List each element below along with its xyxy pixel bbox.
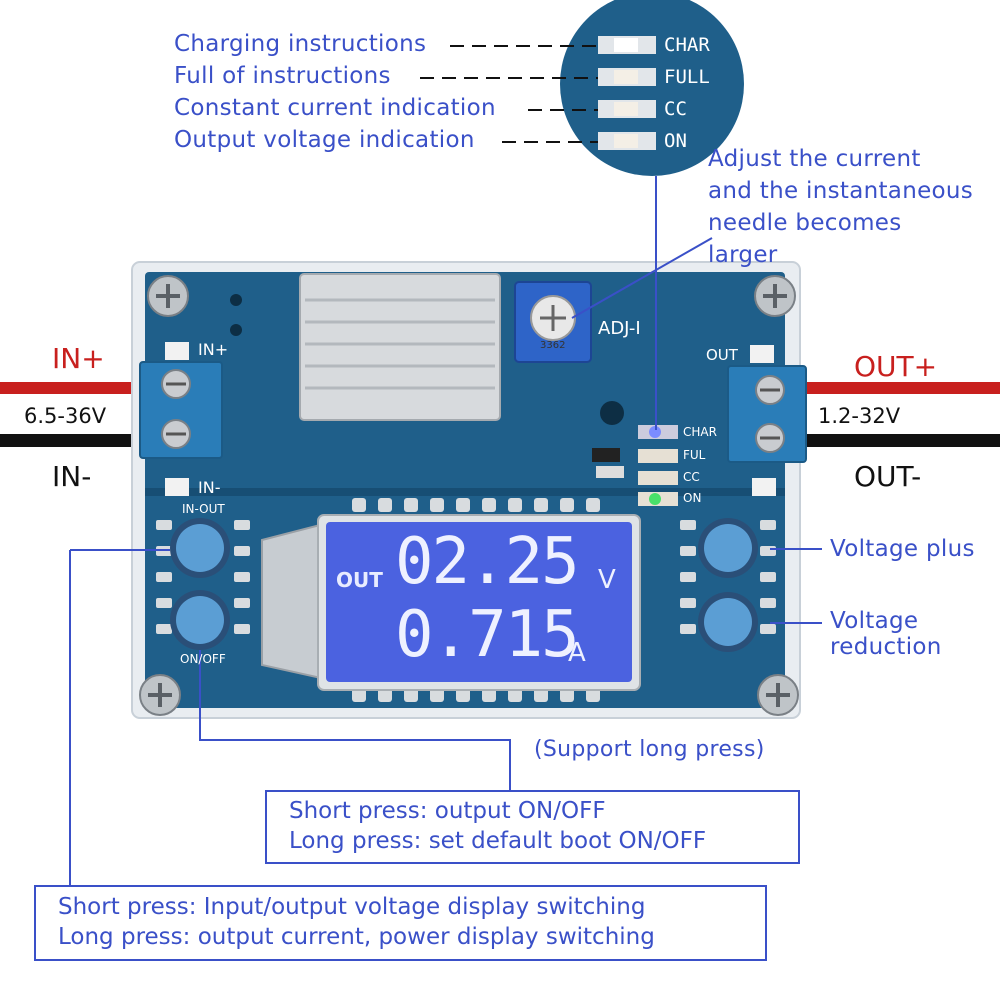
board-out-marker: OUT	[706, 346, 738, 364]
mag-label-cc: CC	[664, 98, 687, 120]
board-adj: ADJ-I	[598, 318, 641, 339]
board-led-on: ON	[683, 491, 702, 505]
board-on-off-label: ON/OFF	[180, 652, 226, 666]
out-plus-label: OUT+	[854, 350, 938, 383]
box2-line-2: Long press: output current, power displa…	[58, 924, 655, 950]
adjust-note-line-1: Adjust the current	[708, 146, 921, 172]
mag-label-on: ON	[664, 130, 687, 152]
screw-icon	[754, 275, 796, 317]
board-led-cc: CC	[683, 470, 700, 484]
board-in-plus: IN+	[198, 340, 229, 359]
callout-charging: Charging instructions	[174, 31, 427, 57]
lcd-current-unit: A	[568, 638, 586, 668]
callout-full: Full of instructions	[174, 63, 391, 89]
box2-line-1: Short press: Input/output voltage displa…	[58, 894, 646, 920]
voltage-reduction-button-graphic	[698, 592, 758, 652]
in-plus-label: IN+	[52, 342, 105, 375]
on-off-button-graphic	[170, 590, 230, 650]
screw-icon	[757, 674, 799, 716]
heatsink	[299, 273, 501, 421]
input-terminal	[139, 361, 223, 459]
adjust-note-line-2: and the instantaneous	[708, 178, 974, 204]
output-range-label: 1.2-32V	[818, 404, 901, 428]
on-off-button-box: Short press: output ON/OFF Long press: s…	[265, 790, 800, 864]
voltage-reduction-label-1: Voltage	[830, 608, 919, 634]
in-minus-label: IN-	[52, 460, 92, 493]
in-out-button-graphic	[170, 518, 230, 578]
mag-label-char: CHAR	[664, 34, 710, 56]
voltage-plus-button-graphic	[698, 518, 758, 578]
box1-line-1: Short press: output ON/OFF	[289, 798, 606, 824]
lcd-mode: OUT	[336, 568, 383, 592]
lcd-voltage-unit: V	[598, 565, 616, 595]
box1-line-2: Long press: set default boot ON/OFF	[289, 828, 707, 854]
wire-in-black	[0, 434, 150, 447]
lcd-voltage: 02.25	[395, 525, 580, 599]
led-full	[638, 449, 678, 463]
screw-icon	[139, 674, 181, 716]
input-range-label: 6.5-36V	[24, 404, 107, 428]
lcd-screen	[326, 522, 632, 682]
board-in-out-label: IN-OUT	[182, 502, 225, 516]
led-cc	[638, 471, 678, 485]
voltage-reduction-label-2: reduction	[830, 634, 942, 660]
output-terminal	[727, 365, 807, 463]
board-led-full: FUL	[683, 448, 706, 462]
mag-label-full: FULL	[664, 66, 710, 88]
out-minus-label: OUT-	[854, 460, 922, 493]
callout-constant-current: Constant current indication	[174, 95, 496, 121]
adjust-note-line-3: needle becomes	[708, 210, 902, 236]
wire-out-black	[805, 434, 1000, 447]
screw-icon	[147, 275, 189, 317]
adjust-note-line-4: larger	[708, 242, 778, 268]
wire-out-red	[805, 382, 1000, 394]
lcd-current: 0.715	[395, 598, 580, 672]
voltage-plus-label: Voltage plus	[830, 536, 975, 562]
in-out-button-box: Short press: Input/output voltage displa…	[34, 885, 767, 961]
support-long-press-note: (Support long press)	[534, 737, 765, 762]
board-led-char: CHAR	[683, 425, 717, 439]
board-pot-code: 3362	[540, 340, 566, 351]
callout-output-voltage: Output voltage indication	[174, 127, 475, 153]
board-in-minus: IN-	[198, 478, 221, 497]
wire-in-red	[0, 382, 150, 394]
